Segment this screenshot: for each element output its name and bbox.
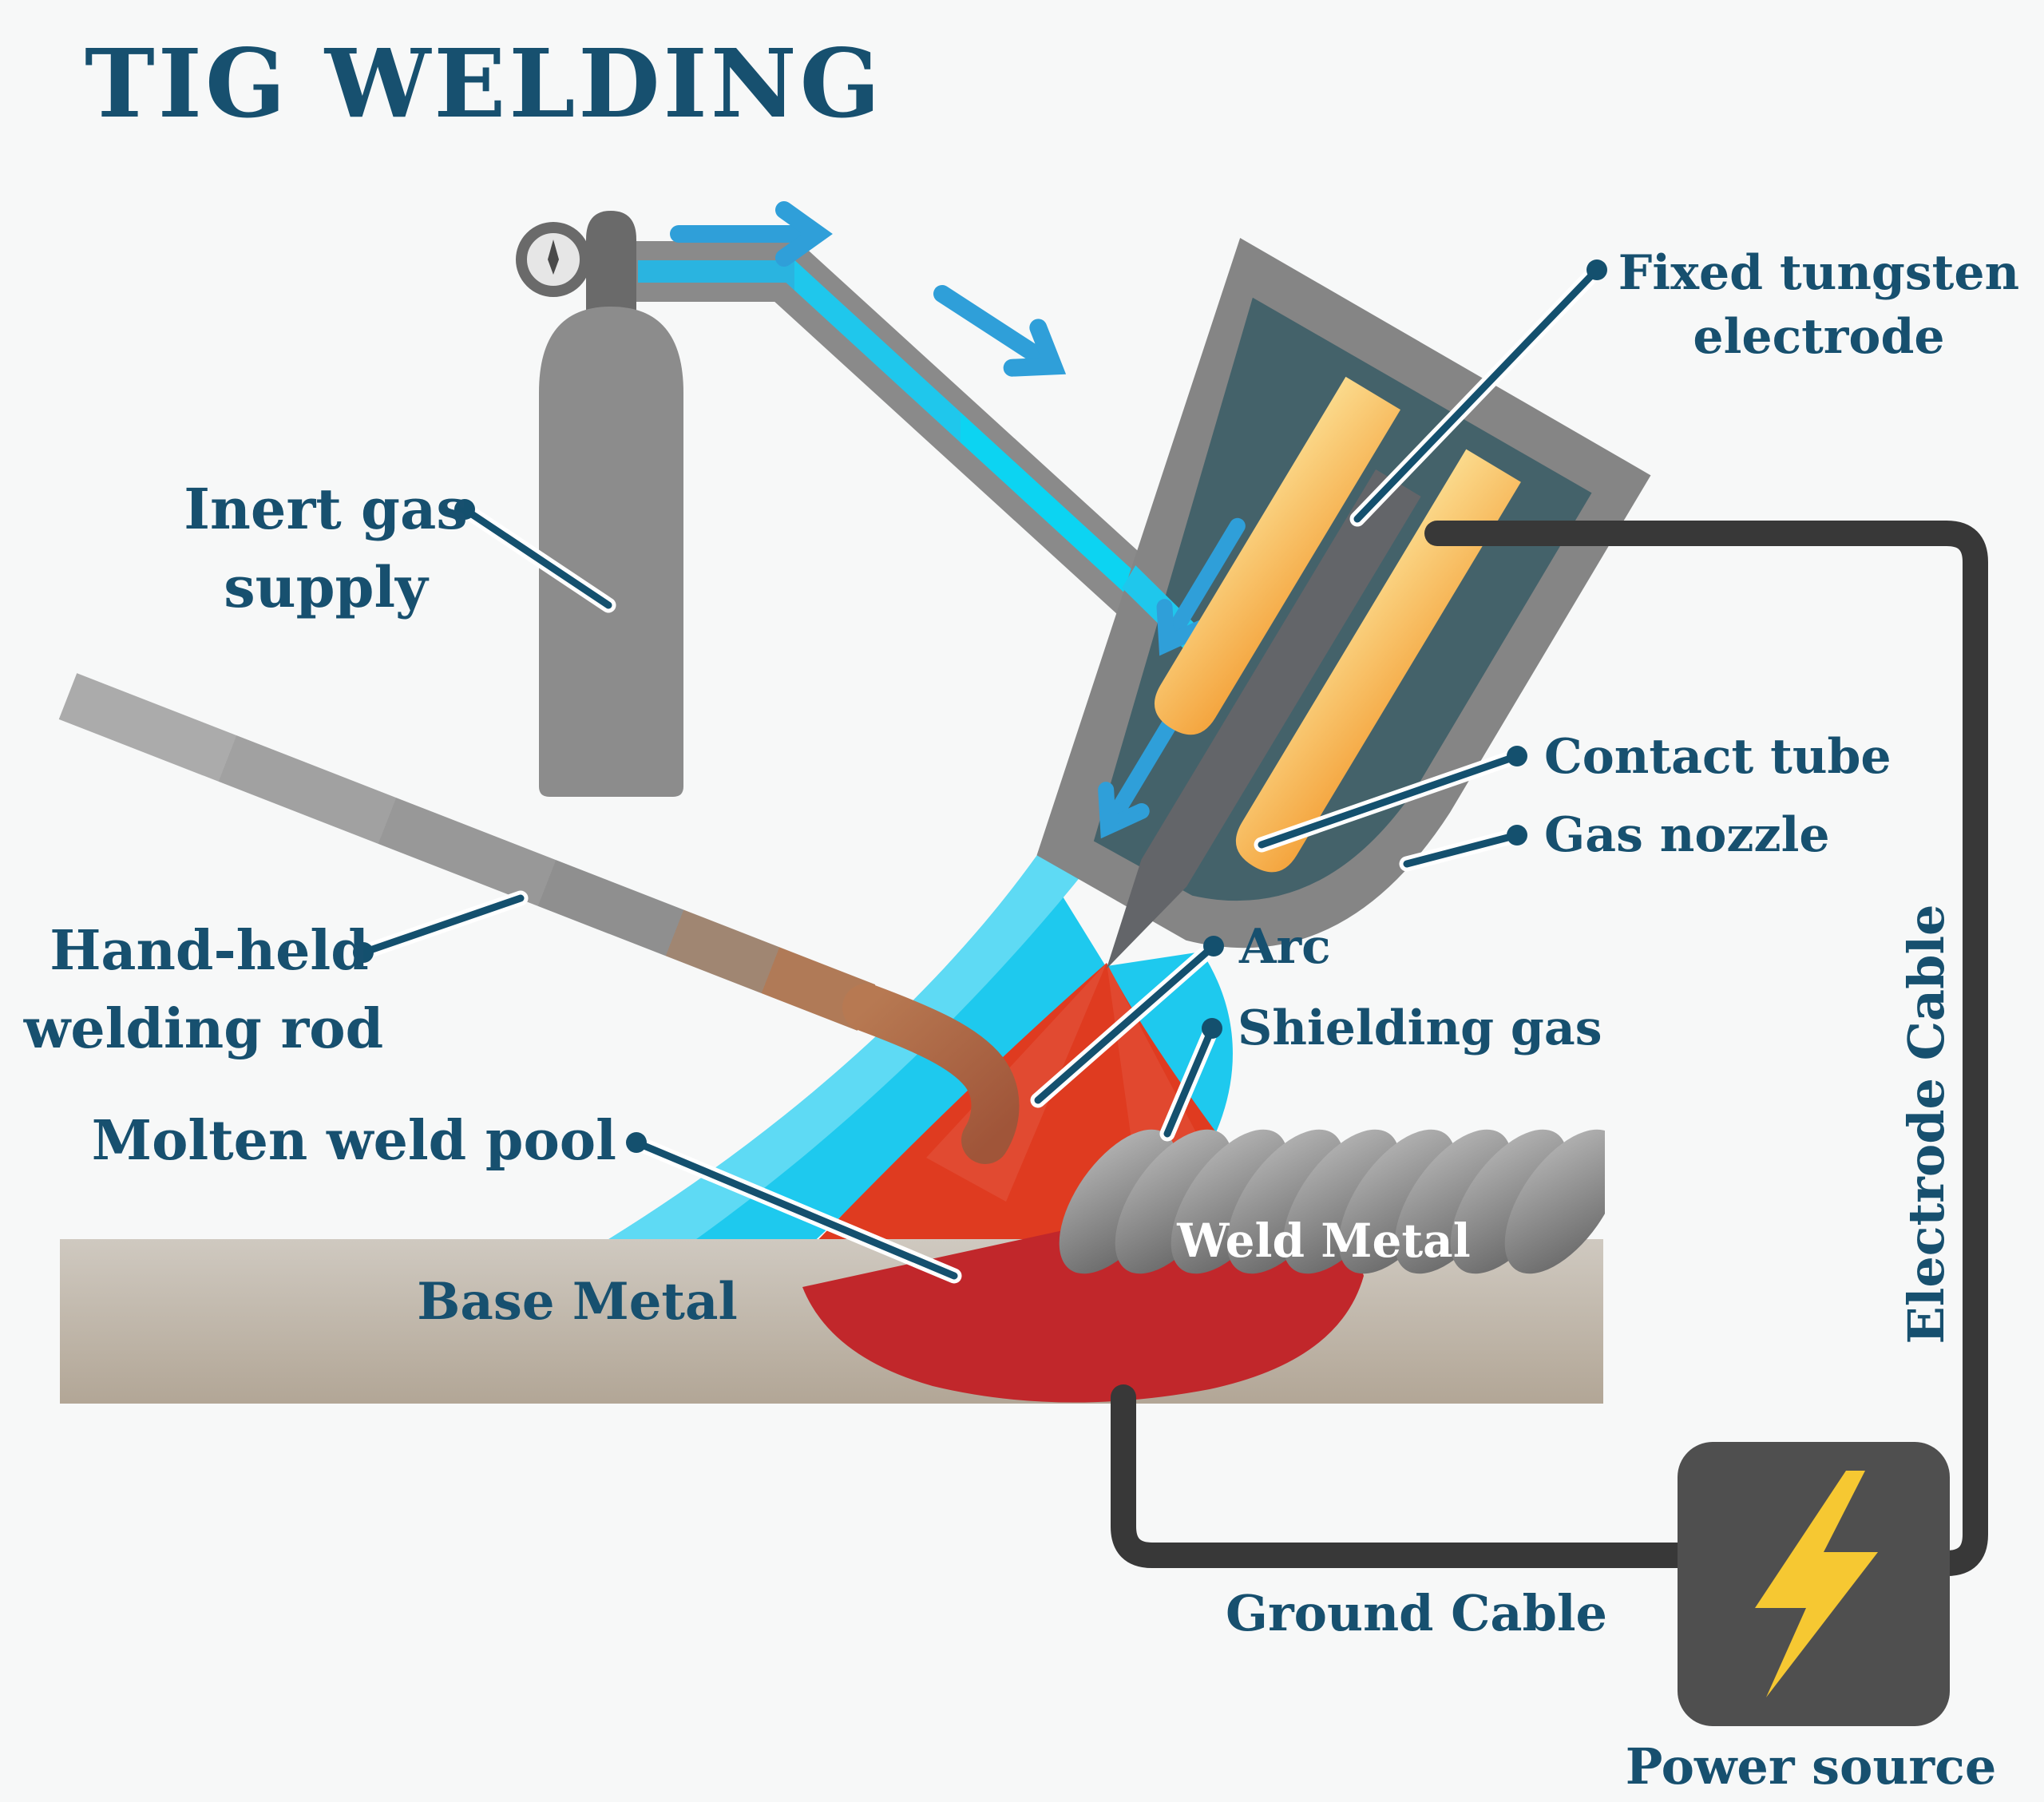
leader-inert-gas xyxy=(461,505,612,609)
gas-cylinder xyxy=(516,211,683,797)
pressure-gauge-icon xyxy=(516,222,597,297)
leader-molten-pool xyxy=(632,1139,958,1280)
label-gas-nozzle: Gas nozzle xyxy=(1544,807,1830,863)
label-ground-cable: Ground Cable xyxy=(1226,1584,1607,1642)
leader-contact-tube xyxy=(1258,752,1521,849)
label-fixed-tungsten-line1: Fixed tungsten xyxy=(1618,245,2019,301)
label-contact-tube: Contact tube xyxy=(1544,729,1891,785)
label-power-source: Power source xyxy=(1626,1737,1997,1796)
page-title: TIG WELDING xyxy=(85,28,883,139)
shielding-gas-left-highlight xyxy=(596,855,1081,1247)
ground-cable-line xyxy=(1111,1384,1697,1568)
label-electrode-cable: Electrode Cable xyxy=(1897,905,1955,1345)
welding-torch xyxy=(1036,237,1651,969)
label-weld-metal: Weld Metal xyxy=(1176,1214,1471,1268)
label-base-metal: Base Metal xyxy=(417,1272,738,1332)
contact-tube-left xyxy=(1155,376,1401,735)
welding-rod xyxy=(58,673,1020,1164)
leader-fixed-tungsten xyxy=(1353,266,1601,523)
label-inert-gas-line1: Inert gas xyxy=(184,476,467,542)
gas-flow-arrow-torch-upper xyxy=(1156,517,1246,656)
power-source-box xyxy=(1678,1442,1950,1726)
leader-shielding-gas xyxy=(1163,1024,1216,1138)
gas-flow-arrow-diagonal xyxy=(933,285,1067,377)
lightning-bolt-icon xyxy=(1755,1471,1878,1697)
tungsten-electrode xyxy=(1106,469,1421,969)
gas-hose xyxy=(636,241,1180,635)
cylinder-body xyxy=(539,307,683,797)
leader-gas-nozzle xyxy=(1403,831,1521,868)
label-fixed-tungsten-line2: electrode xyxy=(1693,309,1944,365)
leader-arc xyxy=(1034,942,1218,1104)
label-shielding-gas: Shielding gas xyxy=(1238,1000,1602,1056)
leader-lines xyxy=(353,259,1607,1284)
label-arc: Arc xyxy=(1238,919,1331,975)
weld-metal-beads xyxy=(1059,1129,1605,1274)
label-hand-held-line2: welding rod xyxy=(23,997,383,1061)
electrode-cable-line xyxy=(1424,521,1988,1576)
label-hand-held-line1: Hand-held xyxy=(50,919,369,983)
label-molten-weld-pool: Molten weld pool xyxy=(92,1109,616,1173)
label-inert-gas-line2: supply xyxy=(224,554,430,620)
contact-tube-right xyxy=(1235,449,1521,873)
leader-welding-rod xyxy=(359,894,525,956)
gas-flow-arrow-horizontal xyxy=(670,201,833,267)
